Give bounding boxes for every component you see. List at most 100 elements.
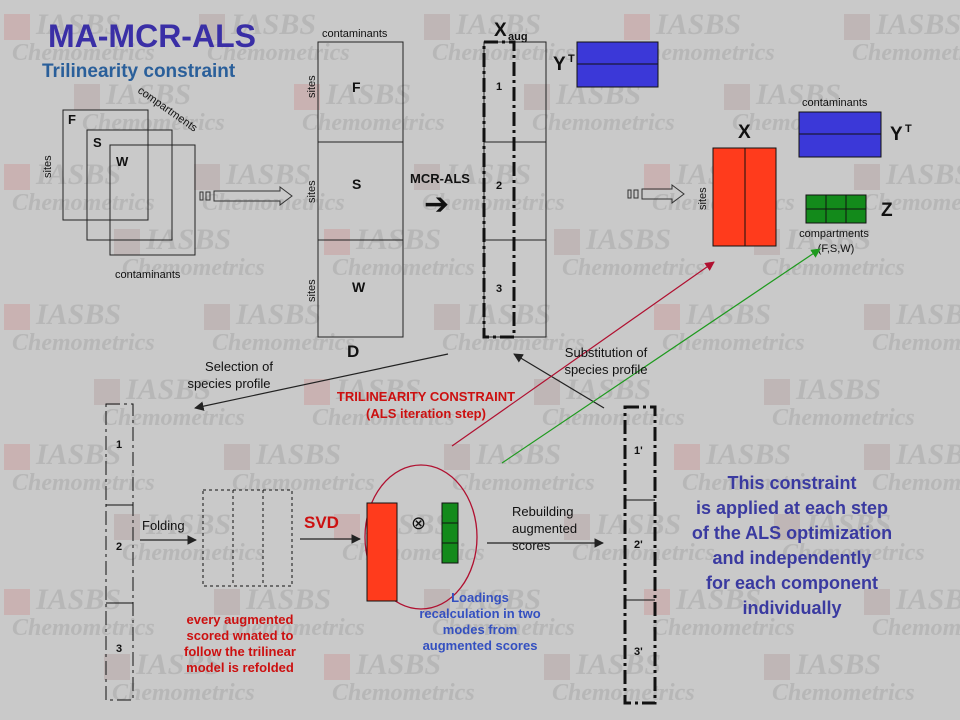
svg-text:IASBS: IASBS xyxy=(675,583,761,616)
svg-text:IASBS: IASBS xyxy=(885,158,960,191)
svg-text:Chemometrics: Chemometrics xyxy=(82,110,225,136)
svg-text:IASBS: IASBS xyxy=(795,648,881,681)
svg-text:Chemometrics: Chemometrics xyxy=(432,40,575,66)
svg-text:IASBS: IASBS xyxy=(35,158,121,191)
trilinearity-line-2: (ALS iteration step) xyxy=(366,406,486,421)
svg-text:Chemometrics: Chemometrics xyxy=(542,405,685,431)
yt-top-y-label: Y xyxy=(553,54,566,75)
svg-text:IASBS: IASBS xyxy=(755,78,841,111)
svg-text:IASBS: IASBS xyxy=(585,223,671,256)
svg-text:Chemometrics: Chemometrics xyxy=(302,110,445,136)
stack-sites-label-2: sites xyxy=(306,180,318,203)
stack-sites-label-3: sites xyxy=(306,279,318,302)
constraint-note: This constraint is applied at each step … xyxy=(664,471,920,621)
svg-text:IASBS: IASBS xyxy=(445,158,531,191)
arrow-to-z xyxy=(501,248,821,464)
xaug-label-3: 3 xyxy=(496,283,502,295)
svg-text:Chemometrics: Chemometrics xyxy=(662,330,805,356)
svg-text:Chemometrics: Chemometrics xyxy=(332,680,475,706)
svg-text:IASBS: IASBS xyxy=(875,8,960,41)
svg-text:IASBS: IASBS xyxy=(895,438,960,471)
svg-text:Chemometrics: Chemometrics xyxy=(12,615,155,641)
svg-text:Chemometrics: Chemometrics xyxy=(772,405,915,431)
page-title: MA-MCR-ALS xyxy=(48,18,256,54)
right-col-label-2: 2' xyxy=(634,539,643,551)
svg-text:Chemometrics: Chemometrics xyxy=(872,330,960,356)
constraint-note-line-4: and independently xyxy=(712,548,872,568)
svg-text:Chemometrics: Chemometrics xyxy=(12,330,155,356)
cube-label-s: S xyxy=(93,135,102,150)
svg-text:IASBS: IASBS xyxy=(895,583,960,616)
block-w xyxy=(317,239,404,338)
svg-text:Chemometrics: Chemometrics xyxy=(682,470,825,496)
svg-text:IASBS: IASBS xyxy=(245,583,331,616)
svg-text:Chemometrics: Chemometrics xyxy=(422,190,565,216)
xaug-component-column xyxy=(482,40,516,339)
right-x-label: X xyxy=(738,122,751,143)
svg-text:IASBS: IASBS xyxy=(235,298,321,331)
right-col-label-1: 1' xyxy=(634,445,643,457)
left-col-label-2: 2 xyxy=(116,541,122,553)
svg-text:IASBS: IASBS xyxy=(685,298,771,331)
hollow-arrow-unfold xyxy=(199,186,293,206)
svg-text:IASBS: IASBS xyxy=(575,648,661,681)
xaug-sub-label: aug xyxy=(508,31,528,43)
svg-text:IASBS: IASBS xyxy=(595,508,681,541)
page-subtitle: Trilinearity constraint xyxy=(42,61,236,82)
svg-text:Chemometrics: Chemometrics xyxy=(232,470,375,496)
svg-text:IASBS: IASBS xyxy=(805,508,891,541)
svg-text:Chemometrics: Chemometrics xyxy=(12,470,155,496)
z-compartments-sub-label: (F,S,W) xyxy=(818,243,855,255)
cube-contaminants-label: contaminants xyxy=(115,269,181,281)
svg-text:Chemometrics: Chemometrics xyxy=(312,405,455,431)
svg-text:IASBS: IASBS xyxy=(325,78,411,111)
svg-text:IASBS: IASBS xyxy=(135,648,221,681)
svg-text:IASBS: IASBS xyxy=(255,438,341,471)
svg-text:IASBS: IASBS xyxy=(35,438,121,471)
svg-text:Chemometrics: Chemometrics xyxy=(212,330,355,356)
svg-text:IASBS: IASBS xyxy=(455,583,541,616)
mcr-arrow-icon: ➔ xyxy=(424,188,449,221)
svg-text:IASBS: IASBS xyxy=(230,8,316,41)
right-t-label: T xyxy=(905,123,912,135)
substitution-label-1: Substitution of xyxy=(565,345,648,360)
svg-text:IASBS: IASBS xyxy=(705,438,791,471)
trilinearity-line-1: TRILINEARITY CONSTRAINT xyxy=(336,389,516,404)
svd-label: SVD xyxy=(304,513,339,532)
svg-text:Chemometrics: Chemometrics xyxy=(562,255,705,281)
cube-layer-w xyxy=(109,144,196,256)
yt-matrix-top: Y T xyxy=(553,41,659,88)
svg-text:IASBS: IASBS xyxy=(655,8,741,41)
right-y-label: Y xyxy=(890,124,903,145)
svg-text:Chemometrics: Chemometrics xyxy=(852,40,960,66)
svg-text:IASBS: IASBS xyxy=(105,78,191,111)
constraint-note-line-1: This constraint xyxy=(727,473,857,493)
svg-text:IASBS: IASBS xyxy=(475,438,561,471)
stack-contaminants-label: contaminants xyxy=(322,28,388,40)
svg-text:Chemometrics: Chemometrics xyxy=(782,540,925,566)
xaug-matrix: X aug 1 2 3 xyxy=(482,20,547,339)
svg-text:Chemometrics: Chemometrics xyxy=(552,680,695,706)
